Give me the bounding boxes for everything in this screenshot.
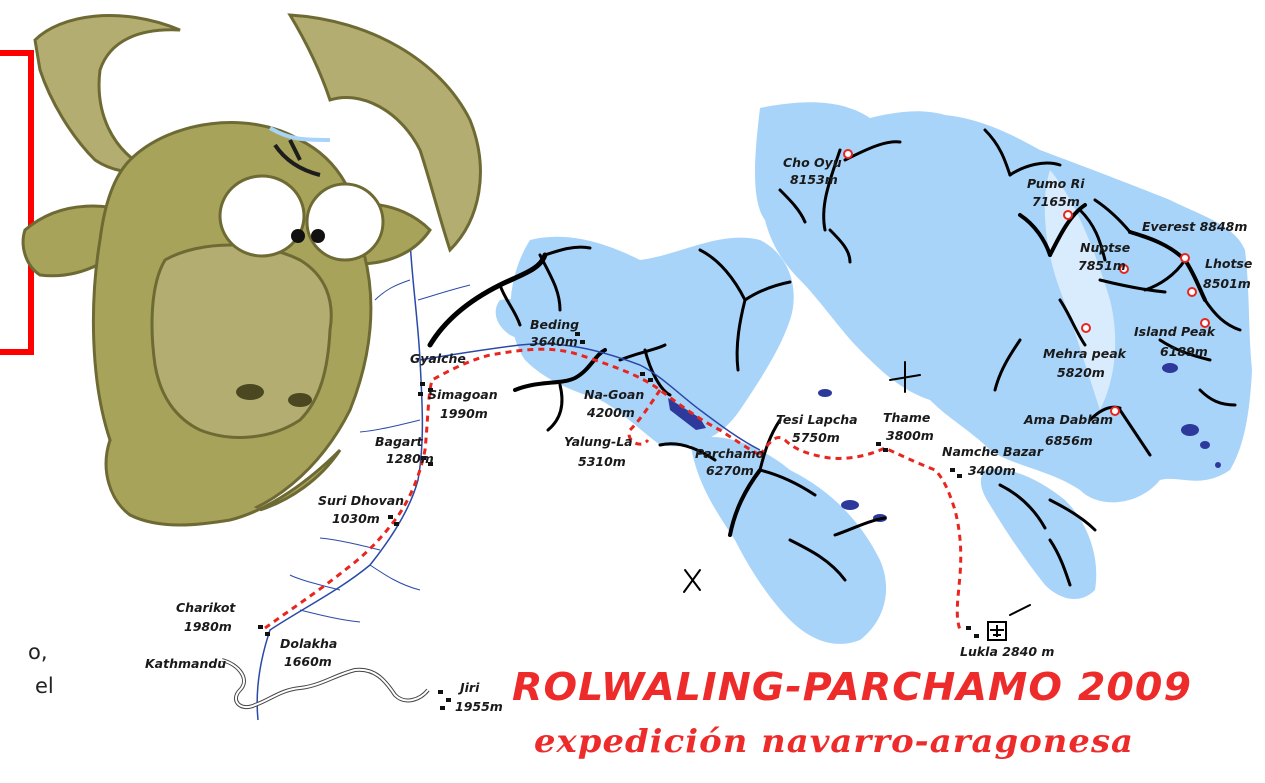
label-gyalche: Gyalche (410, 351, 466, 366)
label-simagoan: Simagoan (428, 387, 498, 402)
label-dolakha-alt: 1660m (284, 654, 332, 669)
airport-icon (987, 621, 1007, 641)
expedition-route (264, 347, 963, 631)
label-yalung-la: Yalung-La (564, 434, 633, 449)
red-frame (0, 50, 34, 355)
label-kathmandu: Kathmandu (145, 656, 226, 671)
label-thame-alt: 3800m (886, 428, 934, 443)
village-icons (258, 332, 979, 710)
label-ama-dablam: Ama Dablam (1023, 412, 1113, 427)
label-lukla: Lukla 2840 m (960, 644, 1054, 659)
label-cho-oyu: Cho Oyu (783, 155, 842, 170)
label-ama-dablam-alt: 6856m (1045, 433, 1093, 448)
label-suri-dhovan: Suri Dhovan (318, 493, 404, 508)
label-charikot-alt: 1980m (184, 619, 232, 634)
summit-markers (843, 149, 1210, 416)
label-bagart: Bagart (375, 434, 424, 449)
label-nagoan-alt: 4200m (586, 405, 635, 420)
label-island-peak-alt: 6189m (1160, 344, 1208, 359)
label-jiri-alt: 1955m (455, 699, 503, 714)
label-suri-dhovan-alt: 1030m (332, 511, 380, 526)
label-jiri: Jiri (457, 680, 480, 695)
label-nuptse-alt: 7851m (1078, 258, 1126, 273)
label-beding: Beding (530, 317, 579, 332)
label-mehra-peak: Mehra peak (1043, 346, 1127, 361)
label-namche: Namche Bazar (942, 444, 1044, 459)
label-lhotse: Lhotse (1205, 256, 1252, 271)
label-island-peak: Island Peak (1134, 324, 1216, 339)
yak-mascot-icon (21, 13, 482, 527)
label-pumo-ri: Pumo Ri (1027, 176, 1085, 191)
road-inner (221, 659, 429, 709)
label-mehra-peak-alt: 5820m (1057, 365, 1105, 380)
glacier-lakes (668, 363, 1221, 522)
label-dolakha: Dolakha (280, 636, 337, 651)
label-pumo-ri-alt: 7165m (1032, 194, 1080, 209)
label-simagoan-alt: 1990m (440, 406, 488, 421)
clipped-side-text: o, el (0, 635, 60, 703)
label-yalung-la-alt: 5310m (578, 454, 626, 469)
label-bagart-alt: 1280m (386, 451, 434, 466)
label-tesi-lapcha-alt: 5750m (792, 430, 840, 445)
label-beding-alt: 3640m (530, 334, 578, 349)
label-everest: Everest 8848m (1142, 219, 1247, 234)
label-charikot: Charikot (176, 600, 236, 615)
glacier-areas (495, 102, 1252, 644)
label-cho-oyu-alt: 8153m (790, 172, 838, 187)
label-nagoan: Na-Goan (584, 387, 644, 402)
map-subtitle: expedición navarro-aragonesa (534, 722, 1134, 760)
label-lhotse-alt: 8501m (1203, 276, 1251, 291)
side-text-line-2: el (35, 674, 54, 698)
label-thame: Thame (883, 410, 930, 425)
label-parchamo: Parchamo (695, 446, 765, 461)
label-parchamo-alt: 6270m (706, 463, 754, 478)
label-tesi-lapcha: Tesi Lapcha (776, 412, 858, 427)
label-nuptse: Nuptse (1080, 240, 1130, 255)
label-namche-alt: 3400m (968, 463, 1016, 478)
map-title: ROLWALING-PARCHAMO 2009 (512, 665, 1192, 709)
side-text-line-1: o, (28, 640, 48, 664)
